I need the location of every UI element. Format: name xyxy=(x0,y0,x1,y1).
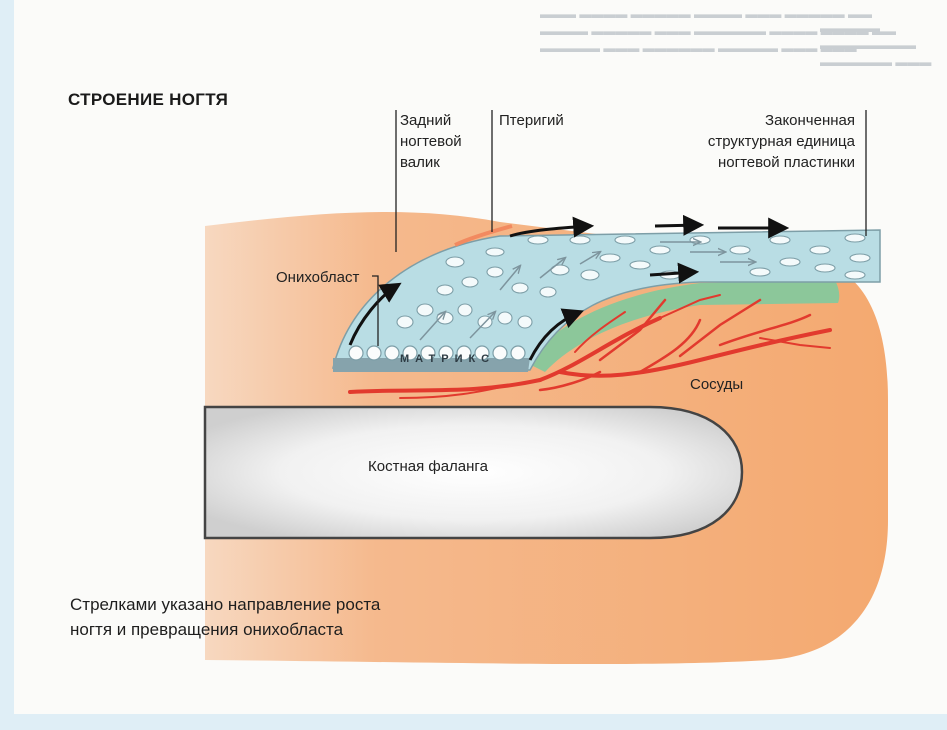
label-line: ногтевой xyxy=(400,133,462,150)
label-finished-unit: Законченная структурная единица ногтевой… xyxy=(640,110,855,173)
pterygium xyxy=(454,224,513,247)
label-bone-phalanx: Костная фаланга xyxy=(368,458,488,475)
label-onychoblast: Онихобласт xyxy=(276,269,360,286)
bone-phalanx xyxy=(203,405,744,540)
nail-cells xyxy=(396,233,871,329)
caption-line: Стрелками указано направление роста xyxy=(70,595,381,614)
label-posterior-nail-fold: Задний ногтевой валик xyxy=(400,110,462,173)
caption: Стрелками указано направление роста ногт… xyxy=(70,592,380,642)
growth-arrows-outer xyxy=(348,214,790,361)
label-line: Задний xyxy=(400,112,452,129)
leader-lines xyxy=(372,110,867,346)
onychoblast-cells xyxy=(348,345,526,361)
blood-vessels xyxy=(348,294,832,399)
label-line: Законченная xyxy=(765,112,855,129)
label-pterygium: Птеригий xyxy=(499,112,564,129)
label-matrix: МАТРИКС xyxy=(400,353,496,365)
caption-line: ногтя и превращения онихобласта xyxy=(70,620,344,639)
label-line: структурная единица xyxy=(707,133,855,150)
nail-bed xyxy=(525,280,840,372)
label-line: ногтевой пластинки xyxy=(717,154,855,171)
bleed-text-block: ▬▬▬▬▬ ▬▬▬▬▬▬▬▬ ▬▬▬▬▬▬ ▬▬▬ xyxy=(820,21,932,69)
label-line: валик xyxy=(400,154,440,171)
matrix-strip xyxy=(333,358,530,372)
growth-arrows-inner xyxy=(419,242,755,341)
label-vessels: Сосуды xyxy=(690,376,744,393)
diagram-title: СТРОЕНИЕ НОГТЯ xyxy=(68,90,229,109)
bleed-text-block: ▬▬▬ ▬▬▬▬ ▬▬▬▬▬ ▬▬▬▬ ▬▬▬ ▬▬▬▬▬ ▬▬ ▬▬▬▬ ▬▬… xyxy=(540,7,897,55)
